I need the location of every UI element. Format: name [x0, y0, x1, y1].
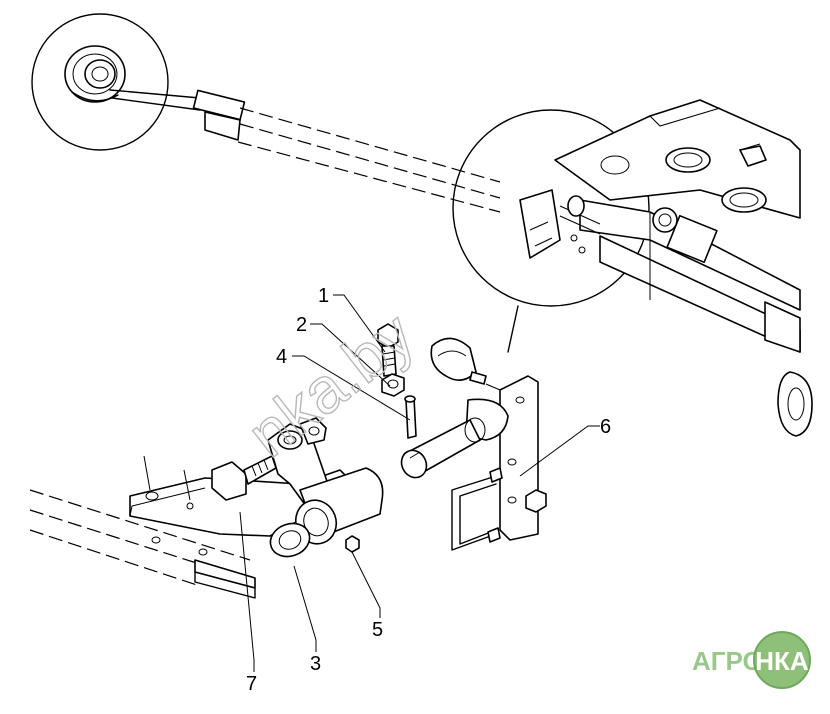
callout-3: 3	[310, 653, 321, 675]
part-3-bushing	[269, 467, 384, 558]
ground-beam	[29, 489, 256, 599]
callout-7: 7	[246, 673, 257, 695]
logo-circle	[754, 632, 810, 688]
callout-4: 4	[276, 346, 287, 368]
detail-circle	[452, 109, 650, 353]
wheel	[31, 13, 169, 151]
logo-left-text: АГРО	[692, 646, 763, 676]
logo-right-text: НКА	[755, 646, 809, 676]
callout-1: 1	[318, 285, 329, 307]
part-1-bolt	[377, 323, 399, 377]
tractor-frame	[519, 99, 813, 437]
rubber-stop	[430, 337, 487, 385]
callout-5: 5	[372, 619, 383, 641]
part-6-plate	[400, 375, 547, 551]
part-5-nut	[345, 535, 360, 553]
agronka-logo: АГРО НКА	[692, 631, 811, 689]
axle-beam	[109, 89, 501, 213]
callout-2: 2	[296, 314, 307, 336]
leader-lines	[239, 294, 600, 672]
part-4-pin	[404, 395, 417, 439]
callout-6: 6	[600, 416, 611, 438]
